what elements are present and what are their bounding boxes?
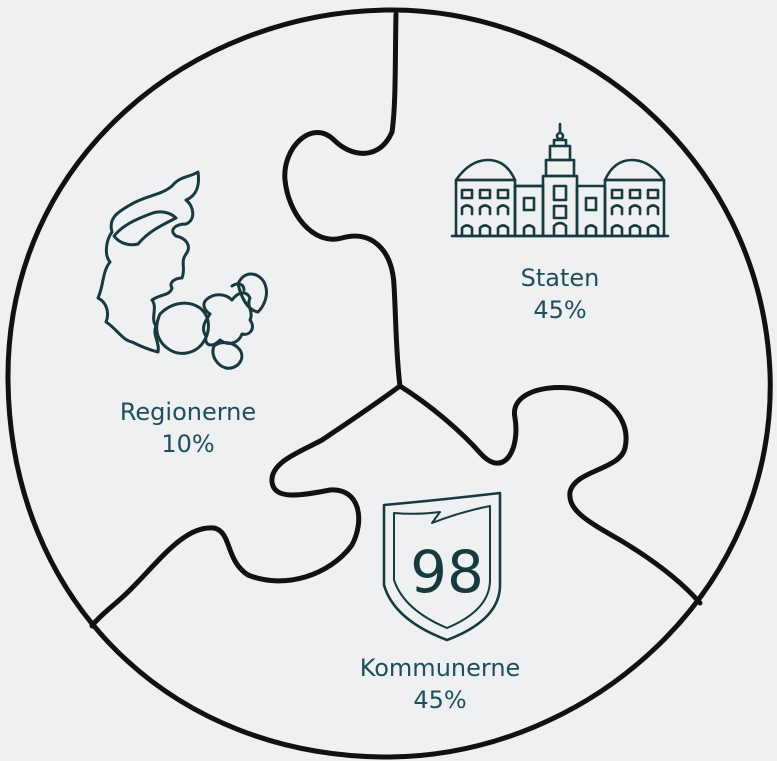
puzzle-divider-left: [89, 383, 403, 629]
state-label-group: Staten 45%: [490, 262, 630, 326]
state-label: Staten: [520, 264, 600, 292]
municipalities-share: 45%: [413, 686, 467, 714]
puzzle-divider-right: [397, 383, 703, 606]
puzzle-divider-top: [282, 11, 403, 389]
municipalities-label-group: Kommunerne 45%: [330, 652, 550, 716]
shield-inner-outline: [393, 505, 491, 629]
municipalities-label: Kommunerne: [359, 654, 521, 682]
denmark-map-icon: [96, 170, 268, 370]
castle-building-icon: [450, 122, 670, 238]
shield-outline: [382, 491, 502, 642]
state-share: 45%: [533, 296, 587, 324]
regions-share: 10%: [161, 430, 215, 458]
shield-98-icon: 98: [382, 491, 502, 642]
regions-label: Regionerne: [119, 398, 257, 426]
shield-number: 98: [410, 538, 484, 606]
regions-label-group: Regionerne 10%: [88, 396, 288, 460]
puzzle-outline-circle: [5, 7, 773, 760]
